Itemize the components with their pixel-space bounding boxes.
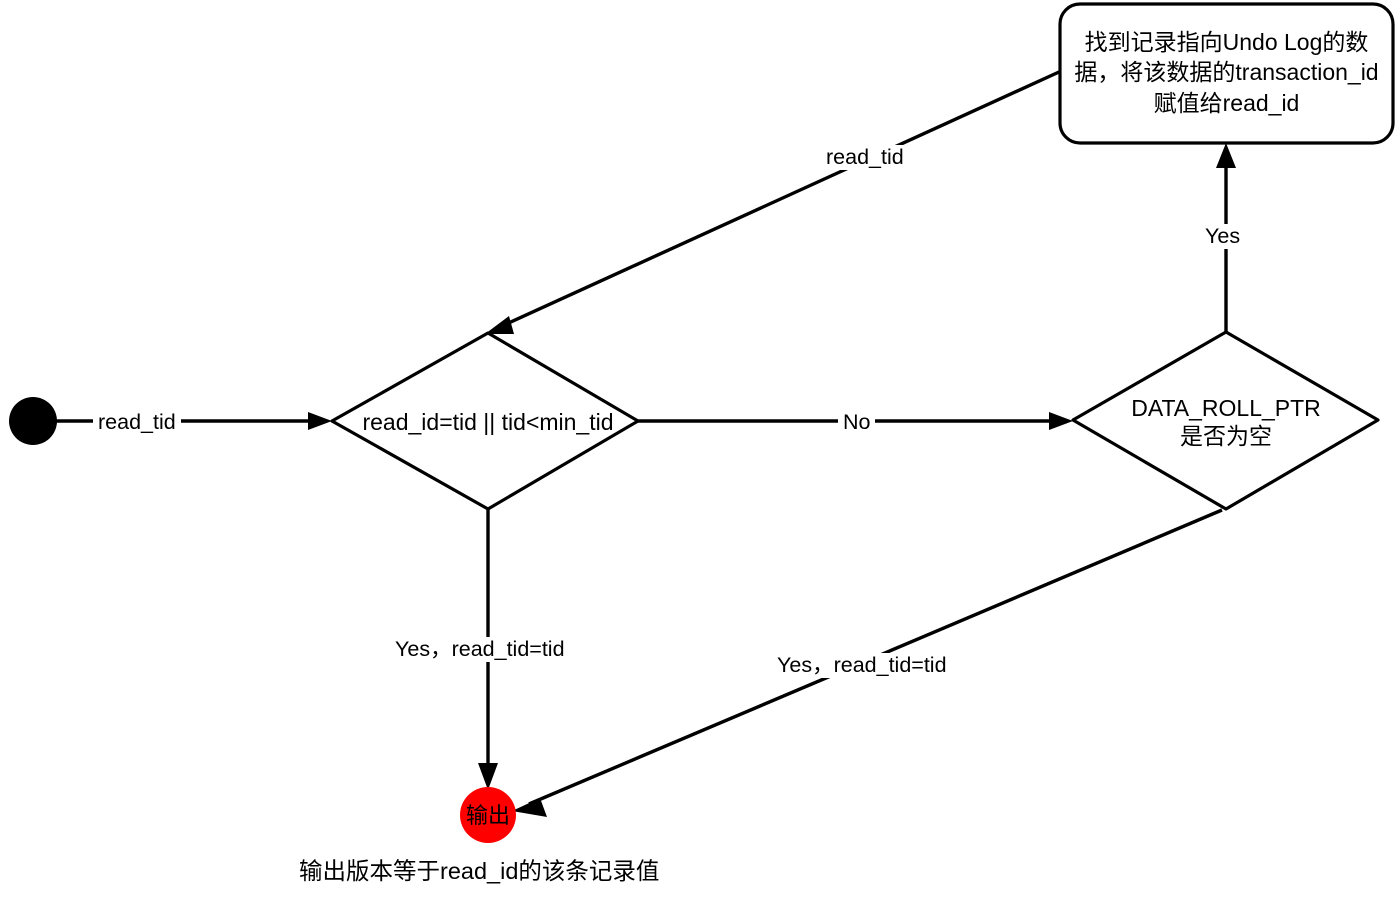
decision-data-roll-ptr-label-line2: 是否为空 xyxy=(1180,423,1272,449)
edge-label-rollptr-to-undolog: Yes xyxy=(1200,224,1246,250)
end-node-output-label: 输出 xyxy=(465,803,510,828)
start-node xyxy=(9,397,57,445)
output-caption: 输出版本等于read_id的该条记录值 xyxy=(299,858,660,886)
edge-label-start-to-condition: read_tid xyxy=(93,410,181,436)
decision-data-roll-ptr-label-line1: DATA_ROLL_PTR xyxy=(1131,395,1321,421)
edge-label-condition-to-rollptr: No xyxy=(838,410,876,436)
edge-label-condition-to-output: Yes，read_tid=tid xyxy=(390,637,570,663)
end-node-output xyxy=(460,787,516,843)
decision-read-id xyxy=(330,331,640,511)
edge-label-undolog-to-condition: read_tid xyxy=(821,145,909,171)
decision-read-id-label: read_id=tid || tid<min_tid xyxy=(362,409,614,435)
process-undo-log-label: 找到记录指向Undo Log的数据，将该数据的transaction_id赋值给… xyxy=(1074,29,1379,116)
process-undo-log xyxy=(1058,2,1395,145)
edge-undolog-to-condition xyxy=(485,70,1060,334)
edge-label-rollptr-to-output: Yes，read_tid=tid xyxy=(772,653,952,679)
decision-data-roll-ptr xyxy=(1071,330,1380,511)
